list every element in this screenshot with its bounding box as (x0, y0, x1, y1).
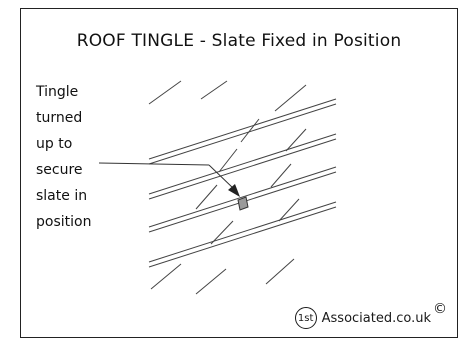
leader-line (98, 162, 210, 166)
slate-edge-line (265, 258, 295, 285)
slate-edge-line (148, 80, 182, 105)
arrow-head (228, 184, 240, 197)
slate-edge-line (195, 268, 227, 295)
label-line: position (36, 214, 92, 230)
slate-edge-line (150, 263, 182, 290)
slate-course-line (148, 166, 337, 228)
slate-course-line (148, 98, 337, 160)
slate-course-line (148, 201, 337, 263)
label-line: up to (36, 136, 73, 152)
site-credit: 1st Associated.co.uk © (294, 301, 447, 329)
slate-joint-line (278, 198, 300, 222)
slate-course-line (148, 138, 337, 200)
first-badge-icon: 1st (294, 307, 317, 329)
slate-course-line (148, 206, 337, 268)
copyright-symbol: © (433, 301, 447, 317)
tingle-label: Tingle turned up to secure slate in posi… (36, 79, 91, 235)
label-line: secure (36, 162, 83, 178)
leader-line (208, 164, 235, 190)
label-line: turned (36, 110, 83, 126)
slate-roof-drawing (98, 80, 337, 295)
site-name: Associated.co.uk (321, 310, 431, 326)
slate-course-line (148, 133, 337, 195)
slate-course-line (148, 103, 337, 165)
slate-joint-line (270, 163, 292, 188)
slate-joint-line (240, 118, 260, 143)
slate-joint-line (218, 148, 238, 173)
slate-edge-line (274, 84, 307, 112)
label-line: Tingle (36, 84, 79, 100)
slate-edge-line (200, 80, 228, 100)
label-line: slate in (36, 188, 88, 204)
slate-joint-line (195, 184, 218, 210)
slate-joint-line (210, 220, 234, 245)
diagram-frame: ROOF TINGLE - Slate Fixed in Position (20, 8, 458, 338)
diagram-title: ROOF TINGLE - Slate Fixed in Position (76, 31, 402, 51)
slate-joint-line (285, 128, 307, 152)
tingle-marker (237, 196, 249, 211)
